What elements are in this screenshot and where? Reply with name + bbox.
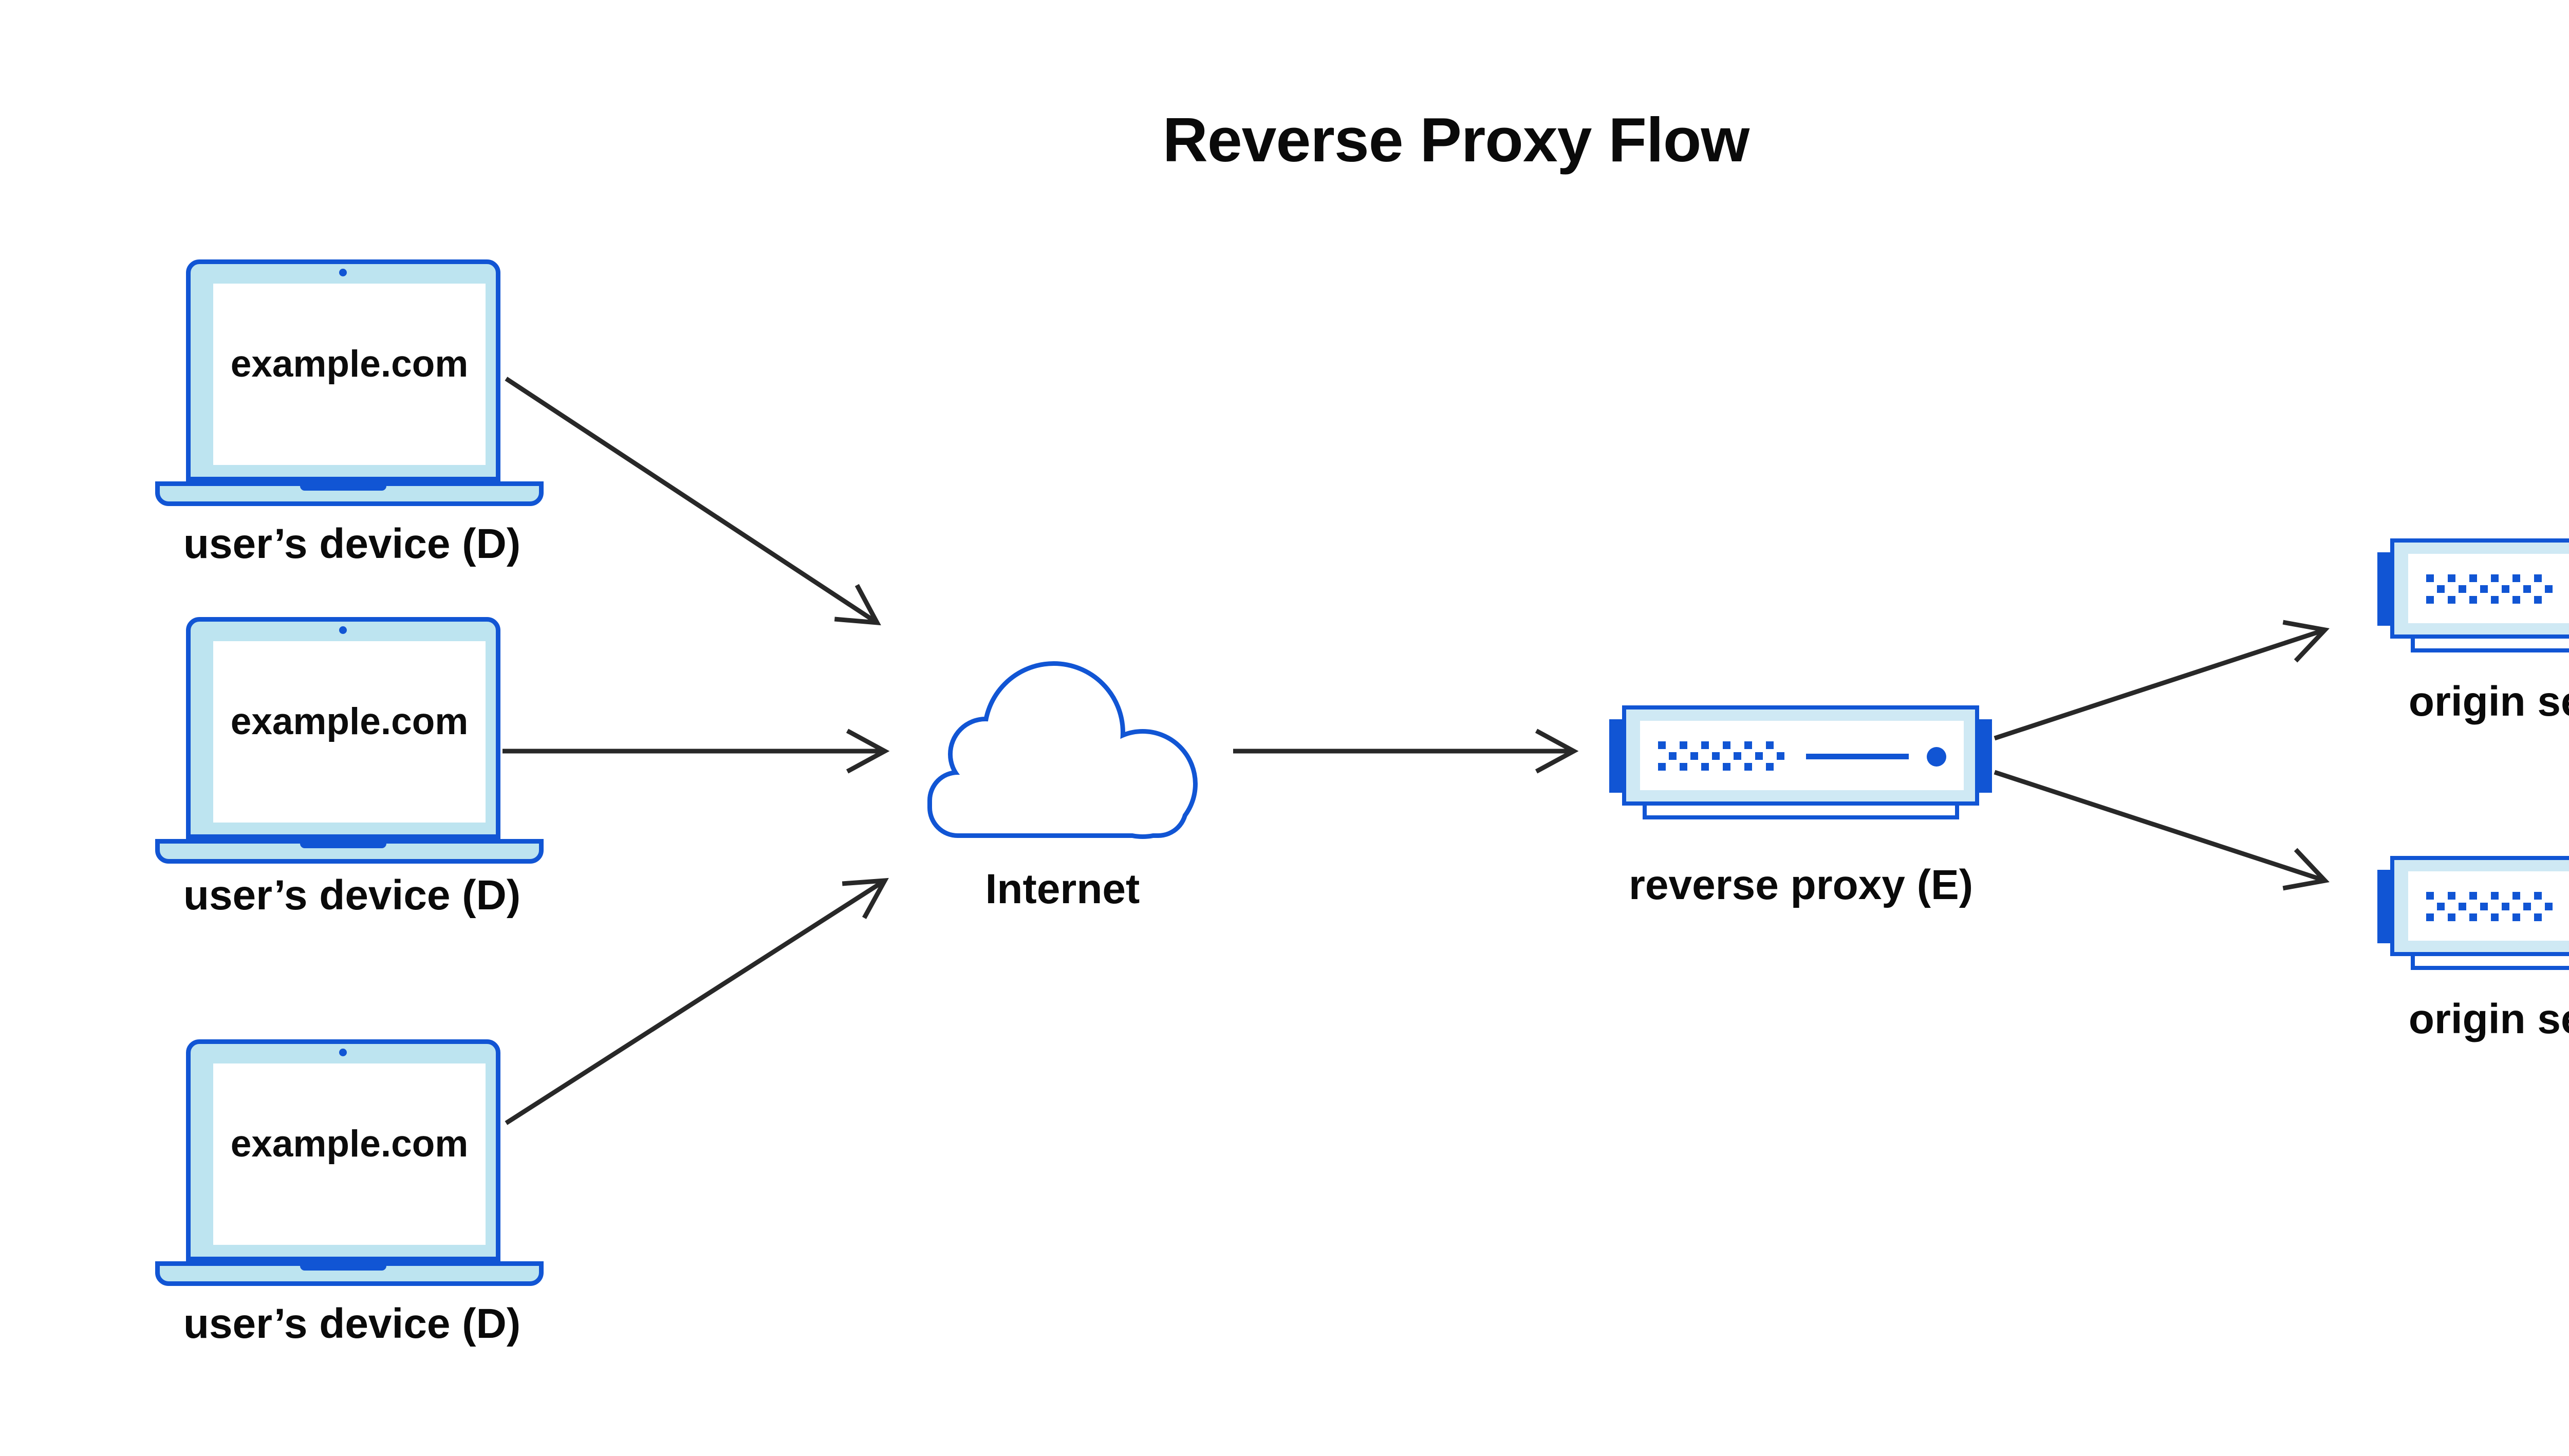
arrow-proxy-origin2: [1994, 770, 2330, 891]
laptop-camera-icon: [339, 1049, 347, 1056]
laptop-notch: [300, 1261, 386, 1271]
page-title: Reverse Proxy Flow: [1162, 105, 1750, 175]
laptop-notch: [300, 481, 386, 491]
reverse-proxy-icon: [1609, 705, 1992, 821]
arrow-device3-internet: [505, 878, 889, 1125]
laptop-screen: example.com: [213, 641, 486, 823]
internet-cloud-icon: [923, 657, 1202, 843]
laptop-screen-url: example.com: [230, 343, 469, 385]
user-device-3-icon: example.com: [154, 1039, 550, 1287]
laptop-screen-url: example.com: [230, 701, 469, 742]
arrow-proxy-origin1: [1994, 620, 2330, 741]
origin-server-2-icon: [2377, 856, 2569, 972]
reverse-proxy-label: reverse proxy (E): [1628, 862, 1973, 908]
user-device-1-label: user’s device (D): [183, 520, 521, 567]
laptop-screen: example.com: [213, 1063, 486, 1245]
user-device-2-icon: example.com: [154, 617, 550, 865]
origin-server-1-icon: [2377, 538, 2569, 654]
internet-label: Internet: [985, 866, 1140, 912]
origin-server-1-label: origin server (F): [2408, 678, 2569, 725]
user-device-2-label: user’s device (D): [183, 872, 521, 919]
laptop-notch: [300, 839, 386, 848]
user-device-3-label: user’s device (D): [183, 1300, 521, 1347]
laptop-camera-icon: [339, 269, 347, 276]
laptop-screen: example.com: [213, 284, 486, 465]
arrow-device1-internet: [505, 377, 881, 626]
user-device-1-icon: example.com: [154, 259, 550, 507]
laptop-camera-icon: [339, 626, 347, 634]
laptop-screen-url: example.com: [230, 1123, 469, 1165]
origin-server-2-label: origin server (F): [2408, 996, 2569, 1042]
